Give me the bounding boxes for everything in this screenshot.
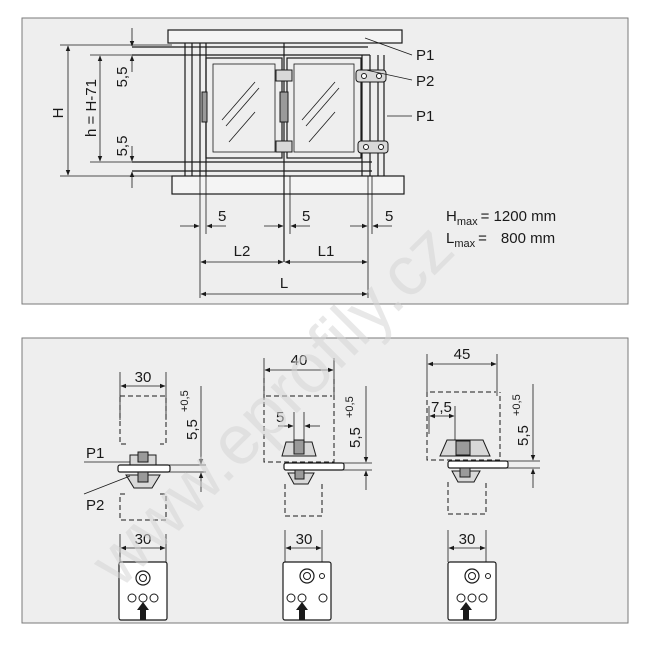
d2-gap: 5,5 bbox=[347, 427, 364, 448]
d3-gap: 5,5 bbox=[515, 425, 532, 446]
d1-width-bottom: 30 bbox=[135, 531, 152, 548]
d1-p1: P1 bbox=[86, 445, 104, 462]
d3-width-top: 45 bbox=[454, 346, 471, 363]
label-h-formula: h = H-71 bbox=[83, 79, 100, 137]
callout-lines bbox=[364, 37, 413, 117]
horizontal-dimensions bbox=[180, 176, 392, 298]
d1-p2: P2 bbox=[86, 497, 104, 514]
label-L2: L2 bbox=[234, 243, 251, 260]
detail-3 bbox=[426, 354, 540, 621]
d3-width-bottom: 30 bbox=[459, 531, 476, 548]
label-gap-bottom: 5,5 bbox=[114, 136, 131, 157]
label-L1: L1 bbox=[318, 243, 335, 260]
label-p1-bottom: P1 bbox=[416, 108, 434, 125]
label-H: H bbox=[50, 108, 67, 119]
label-L: L bbox=[280, 275, 288, 292]
label-dim-right-5: 5 bbox=[385, 208, 393, 225]
vertical-dimensions bbox=[60, 28, 172, 188]
d3-tol: +0,5 bbox=[511, 394, 523, 416]
label-dim-left-5: 5 bbox=[218, 208, 226, 225]
top-panel bbox=[21, 17, 629, 305]
detail-2 bbox=[263, 358, 372, 621]
label-p1-top: P1 bbox=[416, 47, 434, 64]
label-dim-mid-5: 5 bbox=[302, 208, 310, 225]
d2-tol: +0,5 bbox=[344, 396, 356, 418]
d1-gap: 5,5 bbox=[184, 419, 201, 440]
d3-inner: 7,5 bbox=[431, 399, 452, 416]
d1-width-top: 30 bbox=[135, 369, 152, 386]
label-gap-top: 5,5 bbox=[114, 67, 131, 88]
label-p2: P2 bbox=[416, 73, 434, 90]
d2-inner: 5 bbox=[276, 409, 284, 426]
d2-width-bottom: 30 bbox=[296, 531, 313, 548]
hmax-text: Hmax= 1200 mm bbox=[446, 208, 556, 228]
d2-width-top: 40 bbox=[291, 352, 308, 369]
lmax-text: Lmax=800 mm bbox=[446, 230, 555, 250]
d1-tol: +0,5 bbox=[179, 390, 191, 412]
detail-1 bbox=[83, 372, 206, 621]
